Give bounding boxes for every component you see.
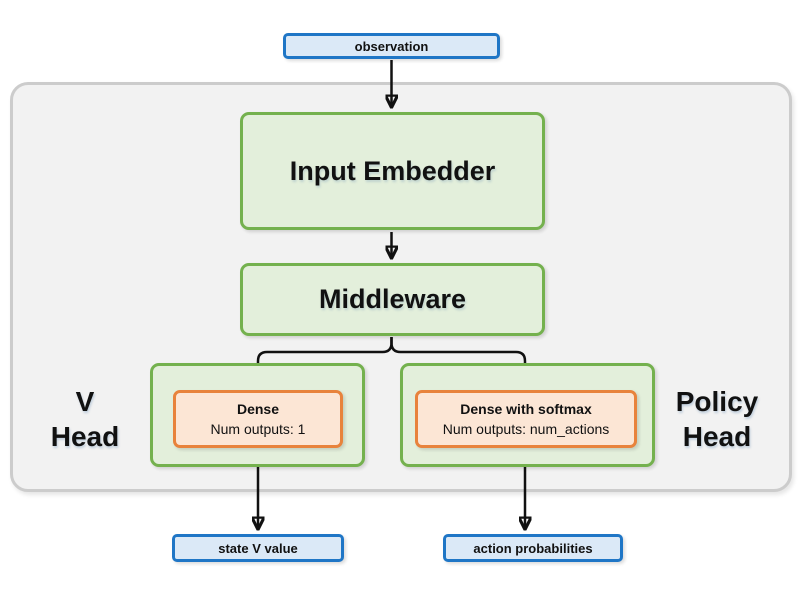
v-head-label-line1: V	[75, 386, 95, 417]
policy-head-label: Policy Head	[657, 384, 777, 454]
input-embedder-node: Input Embedder	[240, 112, 545, 230]
state-v-value-node: state V value	[172, 534, 344, 562]
policy-dense-subtitle: Num outputs: num_actions	[442, 421, 610, 437]
policy-dense-node: Dense with softmax Num outputs: num_acti…	[415, 390, 637, 448]
policy-dense-title: Dense with softmax	[460, 401, 592, 417]
action-probabilities-label: action probabilities	[473, 540, 593, 556]
v-dense-subtitle: Num outputs: 1	[210, 421, 306, 437]
middleware-label: Middleware	[318, 284, 467, 314]
v-dense-title: Dense	[236, 401, 280, 417]
policy-head-label-line2: Head	[682, 421, 752, 452]
middleware-node: Middleware	[240, 263, 545, 336]
v-head-label: V Head	[25, 384, 145, 454]
policy-head-label-line1: Policy	[675, 386, 759, 417]
observation-node: observation	[283, 33, 500, 59]
state-v-value-label: state V value	[218, 540, 298, 556]
v-dense-node: Dense Num outputs: 1	[173, 390, 343, 448]
observation-label: observation	[354, 38, 429, 54]
action-probabilities-node: action probabilities	[443, 534, 623, 562]
input-embedder-label: Input Embedder	[289, 155, 496, 186]
v-head-label-line2: Head	[50, 421, 120, 452]
